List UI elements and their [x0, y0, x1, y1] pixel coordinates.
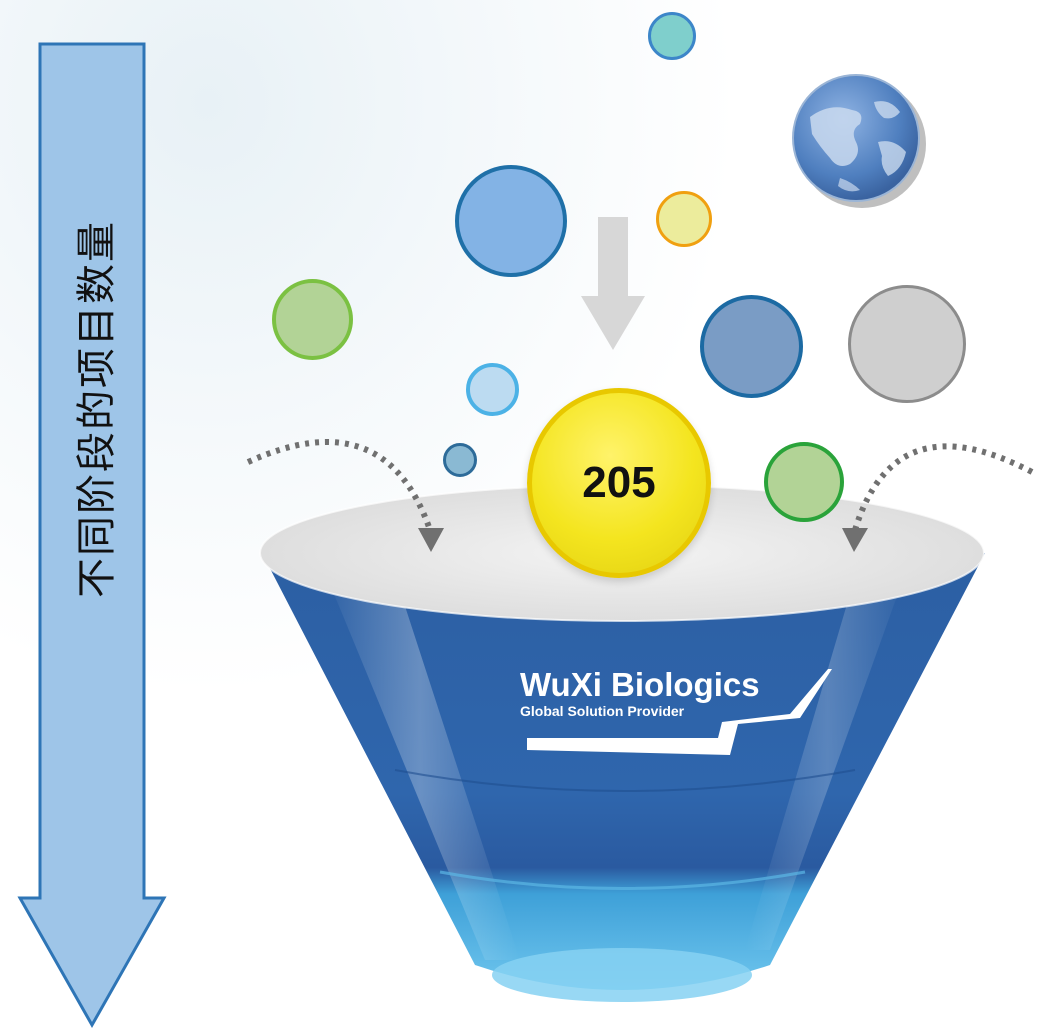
bubble-blue-large: [455, 165, 567, 277]
down-arrow-icon: [581, 217, 645, 350]
globe-icon: [792, 74, 926, 208]
wuxi-biologics-logo: WuXi Biologics Global Solution Provider: [520, 668, 760, 719]
project-count-badge: 205: [527, 388, 711, 578]
brand-name: WuXi Biologics: [520, 666, 760, 703]
bubble-green-left: [272, 279, 353, 360]
bubble-yellow-small: [656, 191, 712, 247]
right-arrowhead: [842, 528, 868, 552]
left-arrowhead: [418, 528, 444, 552]
bubble-teal: [648, 12, 696, 60]
bubble-grey: [848, 285, 966, 403]
bubble-green-right: [764, 442, 844, 522]
bubble-tiny-blue: [443, 443, 477, 477]
bubble-steelblue: [700, 295, 803, 398]
brand-tagline: Global Solution Provider: [520, 703, 685, 719]
bubble-lightblue: [466, 363, 519, 416]
